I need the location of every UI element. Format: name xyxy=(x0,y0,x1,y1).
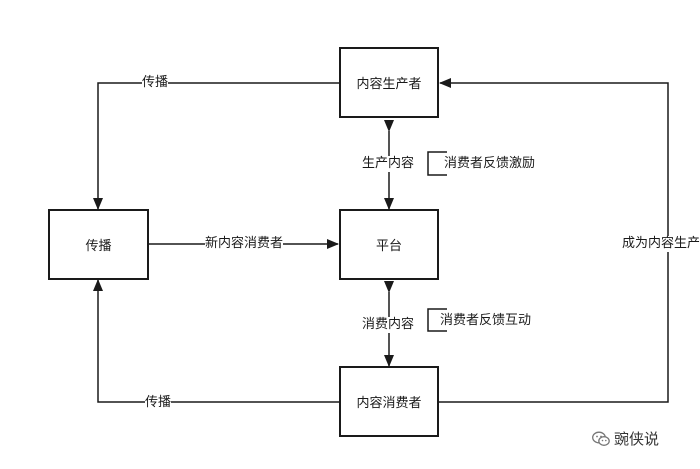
node-content-consumer-label: 内容消费者 xyxy=(356,396,422,411)
edge-label-producer-platform: 生产内容 xyxy=(362,156,415,172)
edge-label-platform-consumer: 消费内容 xyxy=(362,317,415,333)
note-bracket-producer xyxy=(427,151,447,176)
node-content-producer: 内容生产者 xyxy=(339,47,439,118)
watermark-text: 豌侠说 xyxy=(614,430,660,448)
note-consumer-feedback: 消费者反馈互动 xyxy=(440,313,532,328)
edge-producer-to-spread xyxy=(93,82,339,210)
node-content-producer-label: 内容生产者 xyxy=(356,77,422,92)
edge-label-consumer-to-spread: 传播 xyxy=(145,395,172,411)
edge-consumer-to-spread xyxy=(93,279,339,403)
watermark: 豌侠说 xyxy=(592,428,659,449)
edge-label-consumer-to-producer: 成为内容生产 xyxy=(622,236,700,252)
note-bracket-consumer xyxy=(427,308,447,332)
node-platform: 平台 xyxy=(339,209,439,280)
note-producer-feedback: 消费者反馈激励 xyxy=(444,156,536,171)
node-spread: 传播 xyxy=(48,209,149,280)
edge-label-producer-to-spread: 传播 xyxy=(142,75,169,91)
node-content-consumer: 内容消费者 xyxy=(339,366,439,437)
wechat-icon xyxy=(592,431,610,446)
edge-label-spread-to-platform: 新内容消费者 xyxy=(205,236,284,252)
node-spread-label: 传播 xyxy=(85,239,112,254)
node-platform-label: 平台 xyxy=(375,239,402,254)
